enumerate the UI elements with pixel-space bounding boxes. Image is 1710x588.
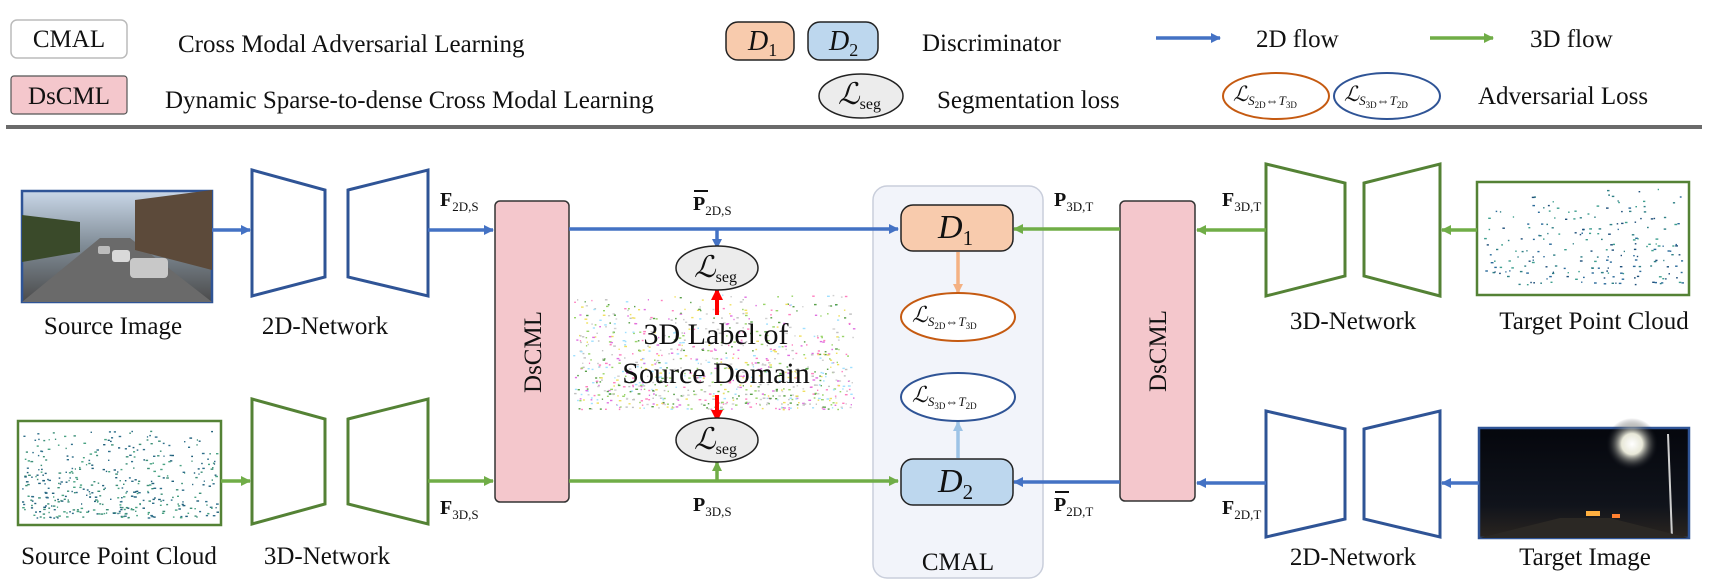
- legend-dscml-box: [10, 75, 128, 115]
- discriminator-d2: D2: [900, 458, 1014, 506]
- legend-adv-loss-blue-label: ℒS3D⇔T2D: [1344, 82, 1408, 110]
- legend-d2-box: [807, 21, 879, 61]
- label-p2ds: P2D,S: [693, 193, 732, 218]
- dscml-right-label: DsCML: [1145, 310, 1172, 392]
- legend: CMAL Cross Modal Adversarial Learning Ds…: [10, 19, 1648, 120]
- label-f3ds: F3D,S: [440, 497, 479, 522]
- source-label-line1: 3D Label of: [644, 318, 789, 351]
- label-p3ds: P3D,S: [693, 494, 732, 519]
- legend-adv-loss-orange: [1222, 72, 1330, 120]
- legend-seg-loss-symbol: ℒseg: [838, 78, 881, 113]
- source-image: [20, 189, 214, 304]
- svg-text:ℒseg: ℒseg: [694, 251, 737, 286]
- network-3d-right-label: 3D-Network: [1290, 308, 1417, 335]
- network-2d-left-label: 2D-Network: [262, 313, 389, 340]
- legend-d1-label: D1: [747, 26, 777, 60]
- legend-seg-loss-desc: Segmentation loss: [937, 87, 1120, 114]
- source-label-line2: Source Domain: [622, 357, 809, 390]
- cmal-label: CMAL: [922, 549, 994, 576]
- network-3d-right: [1264, 162, 1442, 298]
- source-image-label: Source Image: [44, 313, 182, 340]
- svg-text:ℒS3D⇔T2D: ℒS3D⇔T2D: [912, 382, 977, 411]
- legend-dscml-desc: Dynamic Sparse-to-dense Cross Modal Lear…: [165, 87, 654, 114]
- legend-2d-flow: 2D flow: [1256, 26, 1339, 53]
- label-p2dt: P2D,T: [1054, 494, 1093, 519]
- svg-text:D1: D1: [937, 209, 973, 250]
- label-f2ds: F2D,S: [440, 189, 479, 214]
- feature-labels: F2D,S F3D,S P2D,S P3D,S P3D,T F3D,T P2D,…: [440, 189, 1261, 522]
- seg-loss-top: ℒseg: [675, 245, 759, 291]
- source-point-cloud-label: Source Point Cloud: [21, 543, 217, 570]
- dscml-right-block: [1119, 200, 1196, 502]
- network-2d-right-label: 2D-Network: [1290, 544, 1417, 571]
- network-2d-right: [1264, 409, 1442, 539]
- target-image-label: Target Image: [1519, 544, 1651, 571]
- discriminator-d1: D1: [900, 204, 1014, 252]
- legend-d2-label: D2: [828, 26, 858, 60]
- adv-loss-s2d-t3d: ℒS2D⇔T3D: [900, 292, 1016, 342]
- svg-text:D2: D2: [937, 463, 973, 504]
- target-point-cloud-label: Target Point Cloud: [1499, 308, 1689, 335]
- svg-text:ℒseg: ℒseg: [694, 423, 737, 458]
- legend-separator: [6, 125, 1702, 129]
- label-f3dt: F3D,T: [1222, 189, 1261, 214]
- network-3d-left: [250, 397, 430, 526]
- label-f2dt: F2D,T: [1222, 497, 1261, 522]
- legend-3d-flow: 3D flow: [1530, 26, 1613, 53]
- legend-d1-box: [725, 21, 795, 61]
- network-3d-left-label: 3D-Network: [264, 543, 391, 570]
- flow-arrows: [212, 224, 1479, 488]
- legend-dscml-box-label: DsCML: [28, 83, 110, 110]
- legend-seg-loss-icon: [818, 73, 904, 119]
- source-point-cloud: [16, 419, 223, 527]
- svg-text:ℒS2D⇔T3D: ℒS2D⇔T3D: [912, 302, 977, 331]
- dscml-left-label: DsCML: [520, 311, 547, 393]
- target-image: [1477, 418, 1691, 540]
- legend-adv-loss-orange-label: ℒS2D⇔T3D: [1233, 82, 1297, 110]
- legend-cmal-desc: Cross Modal Adversarial Learning: [178, 31, 525, 58]
- target-point-cloud: [1475, 180, 1691, 297]
- legend-cmal-box: [10, 19, 128, 59]
- legend-adv-loss-desc: Adversarial Loss: [1478, 83, 1648, 110]
- label-p3dt: P3D,T: [1054, 189, 1093, 214]
- legend-adv-loss-blue: [1333, 72, 1441, 120]
- network-2d-left: [250, 168, 430, 298]
- adv-loss-s3d-t2d: ℒS3D⇔T2D: [900, 372, 1016, 422]
- source-label-point-cloud: [573, 294, 856, 411]
- dscml-left-block: [494, 200, 570, 503]
- seg-loss-bottom: ℒseg: [675, 417, 759, 463]
- legend-discriminator: Discriminator: [922, 30, 1062, 57]
- legend-cmal-box-label: CMAL: [33, 26, 105, 53]
